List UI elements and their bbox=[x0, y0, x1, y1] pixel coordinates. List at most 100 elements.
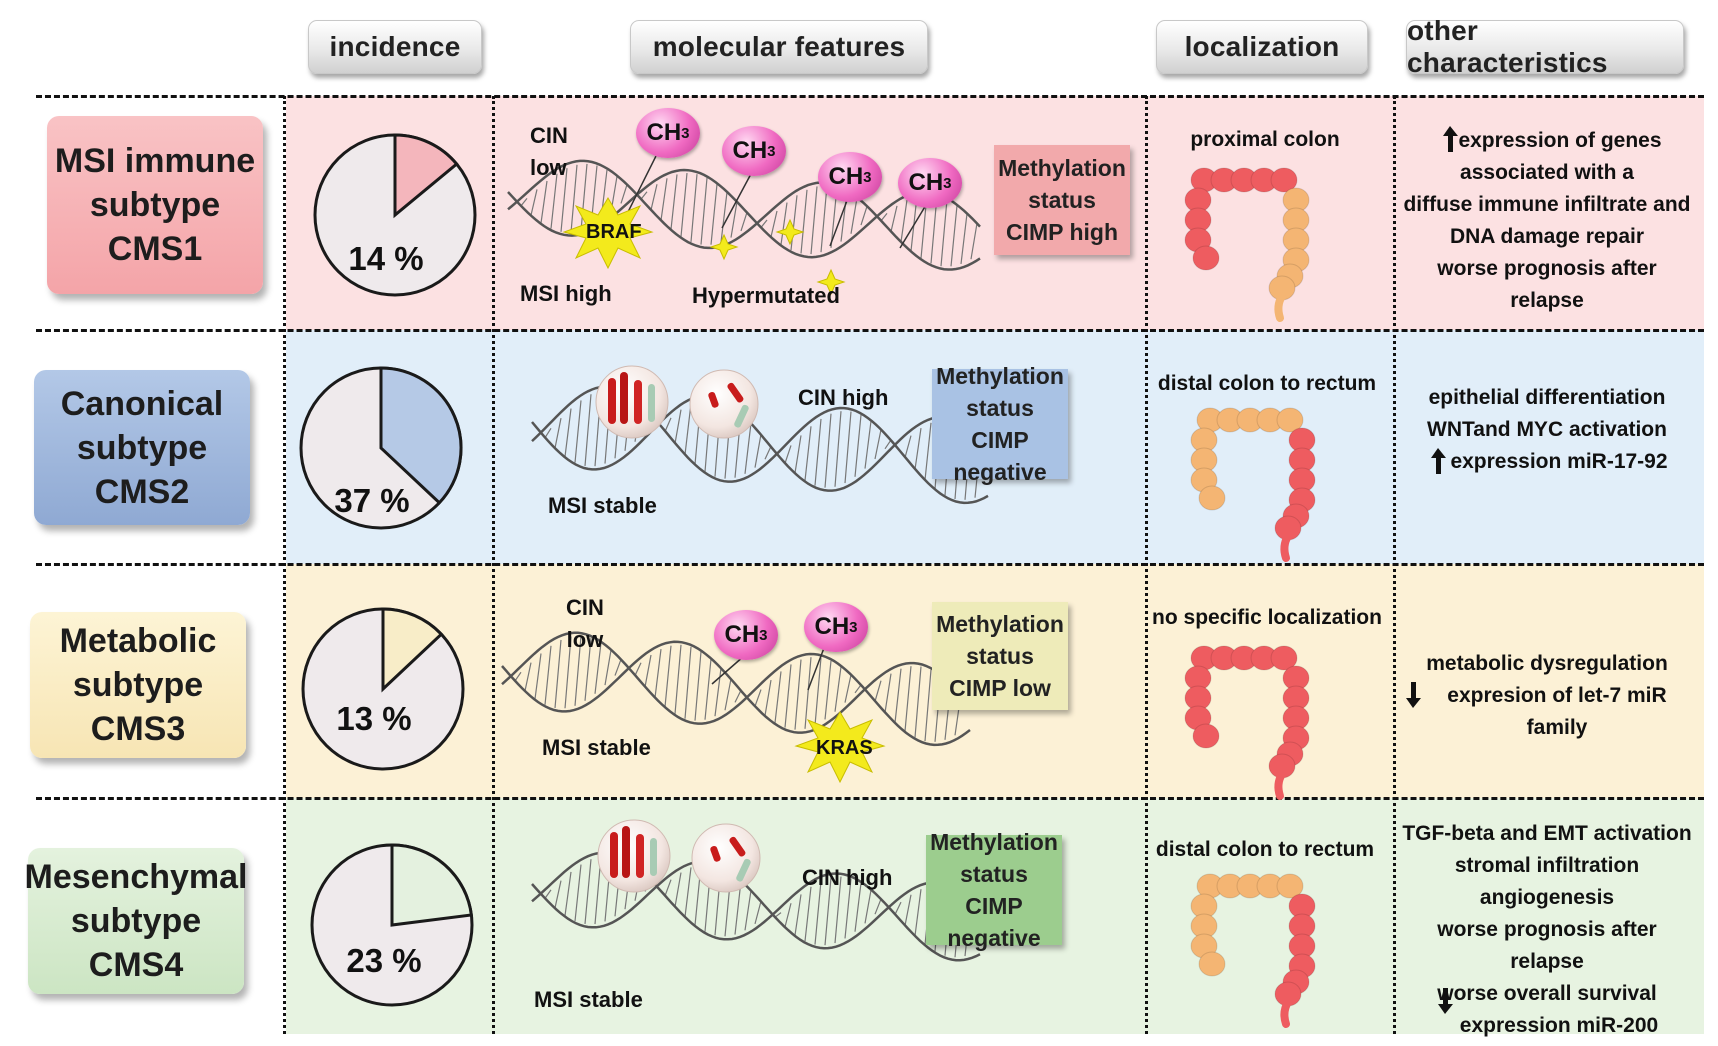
dna-rung bbox=[674, 872, 682, 907]
dna-rung bbox=[904, 435, 912, 458]
cin-label: CIN high bbox=[802, 865, 893, 890]
ch3-subscript: 3 bbox=[681, 124, 690, 142]
dna-rung bbox=[564, 636, 572, 709]
dna-rung bbox=[574, 864, 582, 922]
down-arrow-icon bbox=[1438, 988, 1453, 1014]
dna-rung bbox=[774, 671, 782, 723]
dna-rung bbox=[554, 880, 562, 909]
dna-rung bbox=[814, 880, 822, 945]
other-line: WNTand MYC activation bbox=[1427, 418, 1667, 441]
methylation-line: status bbox=[960, 861, 1028, 887]
dna-rung bbox=[724, 678, 732, 711]
dna-rung bbox=[594, 642, 602, 694]
colon-segment bbox=[1276, 407, 1304, 433]
localization-label: proximal colon bbox=[1190, 128, 1340, 151]
subtype-label: subtype bbox=[89, 186, 221, 224]
cin-label-line: low bbox=[566, 627, 604, 652]
colon-icon bbox=[1190, 873, 1316, 1028]
incidence-pie-cms3 bbox=[301, 607, 465, 771]
row-divider bbox=[36, 329, 1704, 332]
dna-rung bbox=[564, 871, 572, 916]
other-line: angiogenesis bbox=[1479, 886, 1615, 909]
dna-rung bbox=[684, 646, 692, 719]
dna-rung bbox=[790, 195, 798, 251]
dna-rung bbox=[534, 653, 542, 700]
ch3-text: CH bbox=[732, 137, 768, 164]
colon-segment bbox=[1192, 723, 1220, 749]
subtype-label: subtype bbox=[76, 428, 208, 467]
dna-rung bbox=[784, 664, 792, 728]
colon-segment bbox=[1192, 245, 1220, 271]
colon-segment bbox=[1270, 167, 1298, 193]
subtype-label: subtype bbox=[70, 902, 202, 940]
dna-rung bbox=[530, 189, 538, 216]
colon-icon bbox=[1190, 407, 1316, 562]
dna-rung bbox=[804, 657, 812, 729]
header-incidence: incidence bbox=[308, 20, 482, 74]
incidence-pie-cms4 bbox=[310, 843, 474, 1007]
methylation-line: CIMP negative bbox=[953, 427, 1047, 485]
subtype-box-cms3: Metabolic subtype CMS3 bbox=[30, 612, 246, 758]
row-divider bbox=[36, 95, 1704, 98]
other-line: TGF-beta and EMT activation bbox=[1402, 822, 1692, 845]
other-line: expression miR-200 bbox=[1459, 1014, 1659, 1037]
methylation-line: CIMP low bbox=[949, 675, 1051, 701]
methylation-line: Methylation bbox=[930, 829, 1058, 855]
dna-rung bbox=[664, 879, 672, 897]
dna-rung bbox=[834, 876, 842, 944]
dna-rung bbox=[854, 414, 862, 477]
dna-rung bbox=[784, 903, 792, 928]
methylation-line: CIMP negative bbox=[947, 893, 1041, 951]
other-characteristics-text: metabolic dysregulation expresion of let… bbox=[1402, 648, 1692, 744]
msi-label: MSI high bbox=[520, 281, 612, 306]
rectum bbox=[1280, 998, 1292, 1028]
dna-rung bbox=[814, 418, 822, 486]
chromosome-cell-icon bbox=[595, 365, 759, 439]
column-divider bbox=[283, 96, 286, 1034]
other-line: expression of genes bbox=[1458, 129, 1662, 152]
dna-rung bbox=[554, 639, 562, 708]
ch3-text: CH bbox=[646, 119, 682, 146]
dna-rung bbox=[654, 649, 662, 698]
braf-star-icon bbox=[562, 197, 654, 270]
dna-strand bbox=[507, 159, 981, 271]
dna-rung bbox=[854, 882, 862, 932]
colon-icon bbox=[1184, 167, 1310, 322]
ch3-text: CH bbox=[814, 613, 850, 640]
kras-star-icon bbox=[794, 711, 886, 784]
dna-rung bbox=[734, 880, 742, 935]
subtype-name: MSI immune bbox=[54, 142, 256, 180]
dna-rung bbox=[674, 644, 682, 715]
down-arrow-icon bbox=[1406, 682, 1421, 708]
subtype-box-cms4: Mesenchymal subtype CMS4 bbox=[25, 848, 248, 994]
methyl-links-cms3 bbox=[711, 647, 825, 691]
pie-slice bbox=[379, 366, 463, 505]
dna-rung bbox=[940, 199, 948, 267]
dna-rung bbox=[710, 183, 718, 245]
dna-rung bbox=[584, 637, 592, 701]
ch3-text: CH bbox=[724, 621, 760, 648]
dna-rung bbox=[744, 890, 752, 931]
dna-rung bbox=[850, 197, 858, 234]
methylation-line: CIMP high bbox=[1005, 219, 1118, 245]
dna-rung bbox=[544, 889, 552, 899]
dna-rung bbox=[644, 654, 652, 688]
other-line: epithelial differentiation bbox=[1428, 386, 1666, 409]
msi-label: MSI stable bbox=[534, 987, 643, 1012]
dna-rung bbox=[744, 423, 752, 474]
dna-rung bbox=[514, 671, 522, 682]
dna-helix-cms1 bbox=[507, 159, 981, 271]
dna-rung bbox=[960, 213, 968, 264]
dna-rung bbox=[570, 164, 578, 233]
dna-rung bbox=[664, 417, 672, 432]
braf-label: BRAF bbox=[586, 221, 642, 243]
dna-rung bbox=[734, 689, 742, 703]
subtype-code: CMS1 bbox=[107, 230, 203, 268]
dna-rung bbox=[824, 413, 832, 488]
subtype-name: Canonical bbox=[60, 384, 224, 423]
dna-rung bbox=[754, 434, 762, 468]
dna-strand bbox=[531, 860, 981, 950]
dna-rung bbox=[670, 174, 678, 230]
hypermutated-label: Hypermutated bbox=[692, 283, 840, 308]
